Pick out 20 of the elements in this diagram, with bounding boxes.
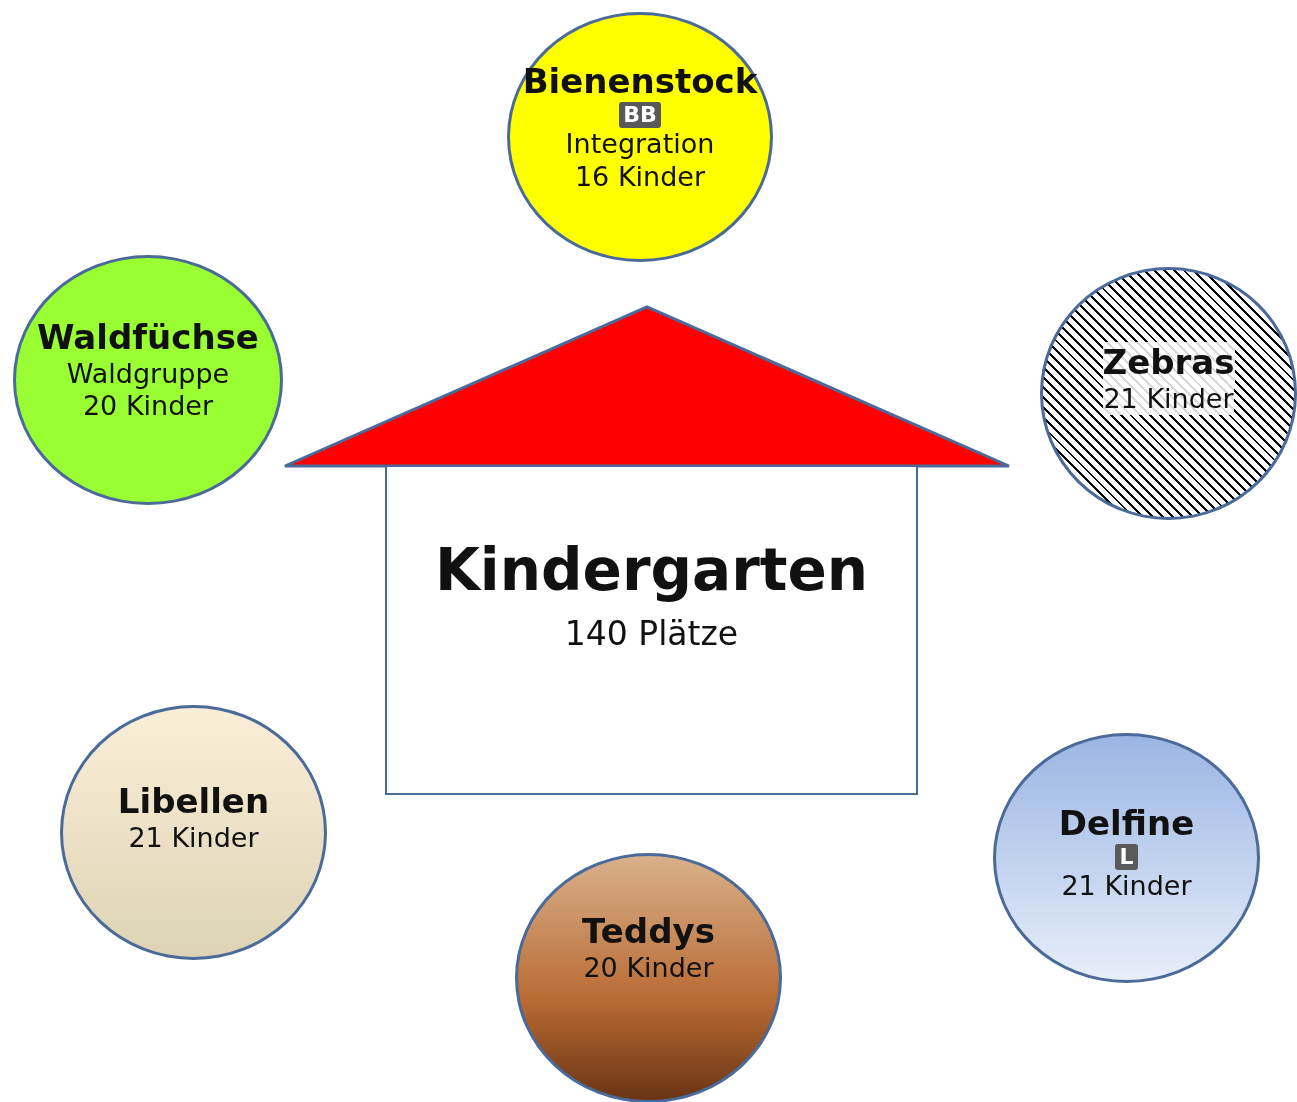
overlay-text: L: [1115, 844, 1138, 871]
group-detail: 140 Plätze: [564, 614, 739, 654]
house-roof: [284, 305, 1010, 467]
overlay-text: BB: [619, 101, 661, 129]
group-detail: 21 Kinder: [1103, 382, 1234, 416]
group-name: Zebras: [1102, 341, 1235, 383]
group-name: Teddys: [582, 911, 715, 953]
group-detail: Integration: [565, 128, 715, 161]
group-detail: Waldgruppe: [66, 358, 230, 391]
house-body: [385, 465, 918, 795]
main-title: Kindergarten: [434, 536, 869, 606]
group-detail: 21 Kinder: [1061, 870, 1192, 903]
group-name: Libellen: [117, 780, 270, 822]
group-detail: 16 Kinder: [574, 160, 706, 193]
group-name: Bienenstock: [522, 61, 758, 102]
group-name: Delfine: [1058, 803, 1195, 844]
group-detail: 20 Kinder: [583, 952, 714, 985]
group-name: Waldfüchse: [37, 317, 259, 358]
group-detail: 21 Kinder: [128, 821, 259, 855]
group-detail: 20 Kinder: [82, 390, 214, 423]
